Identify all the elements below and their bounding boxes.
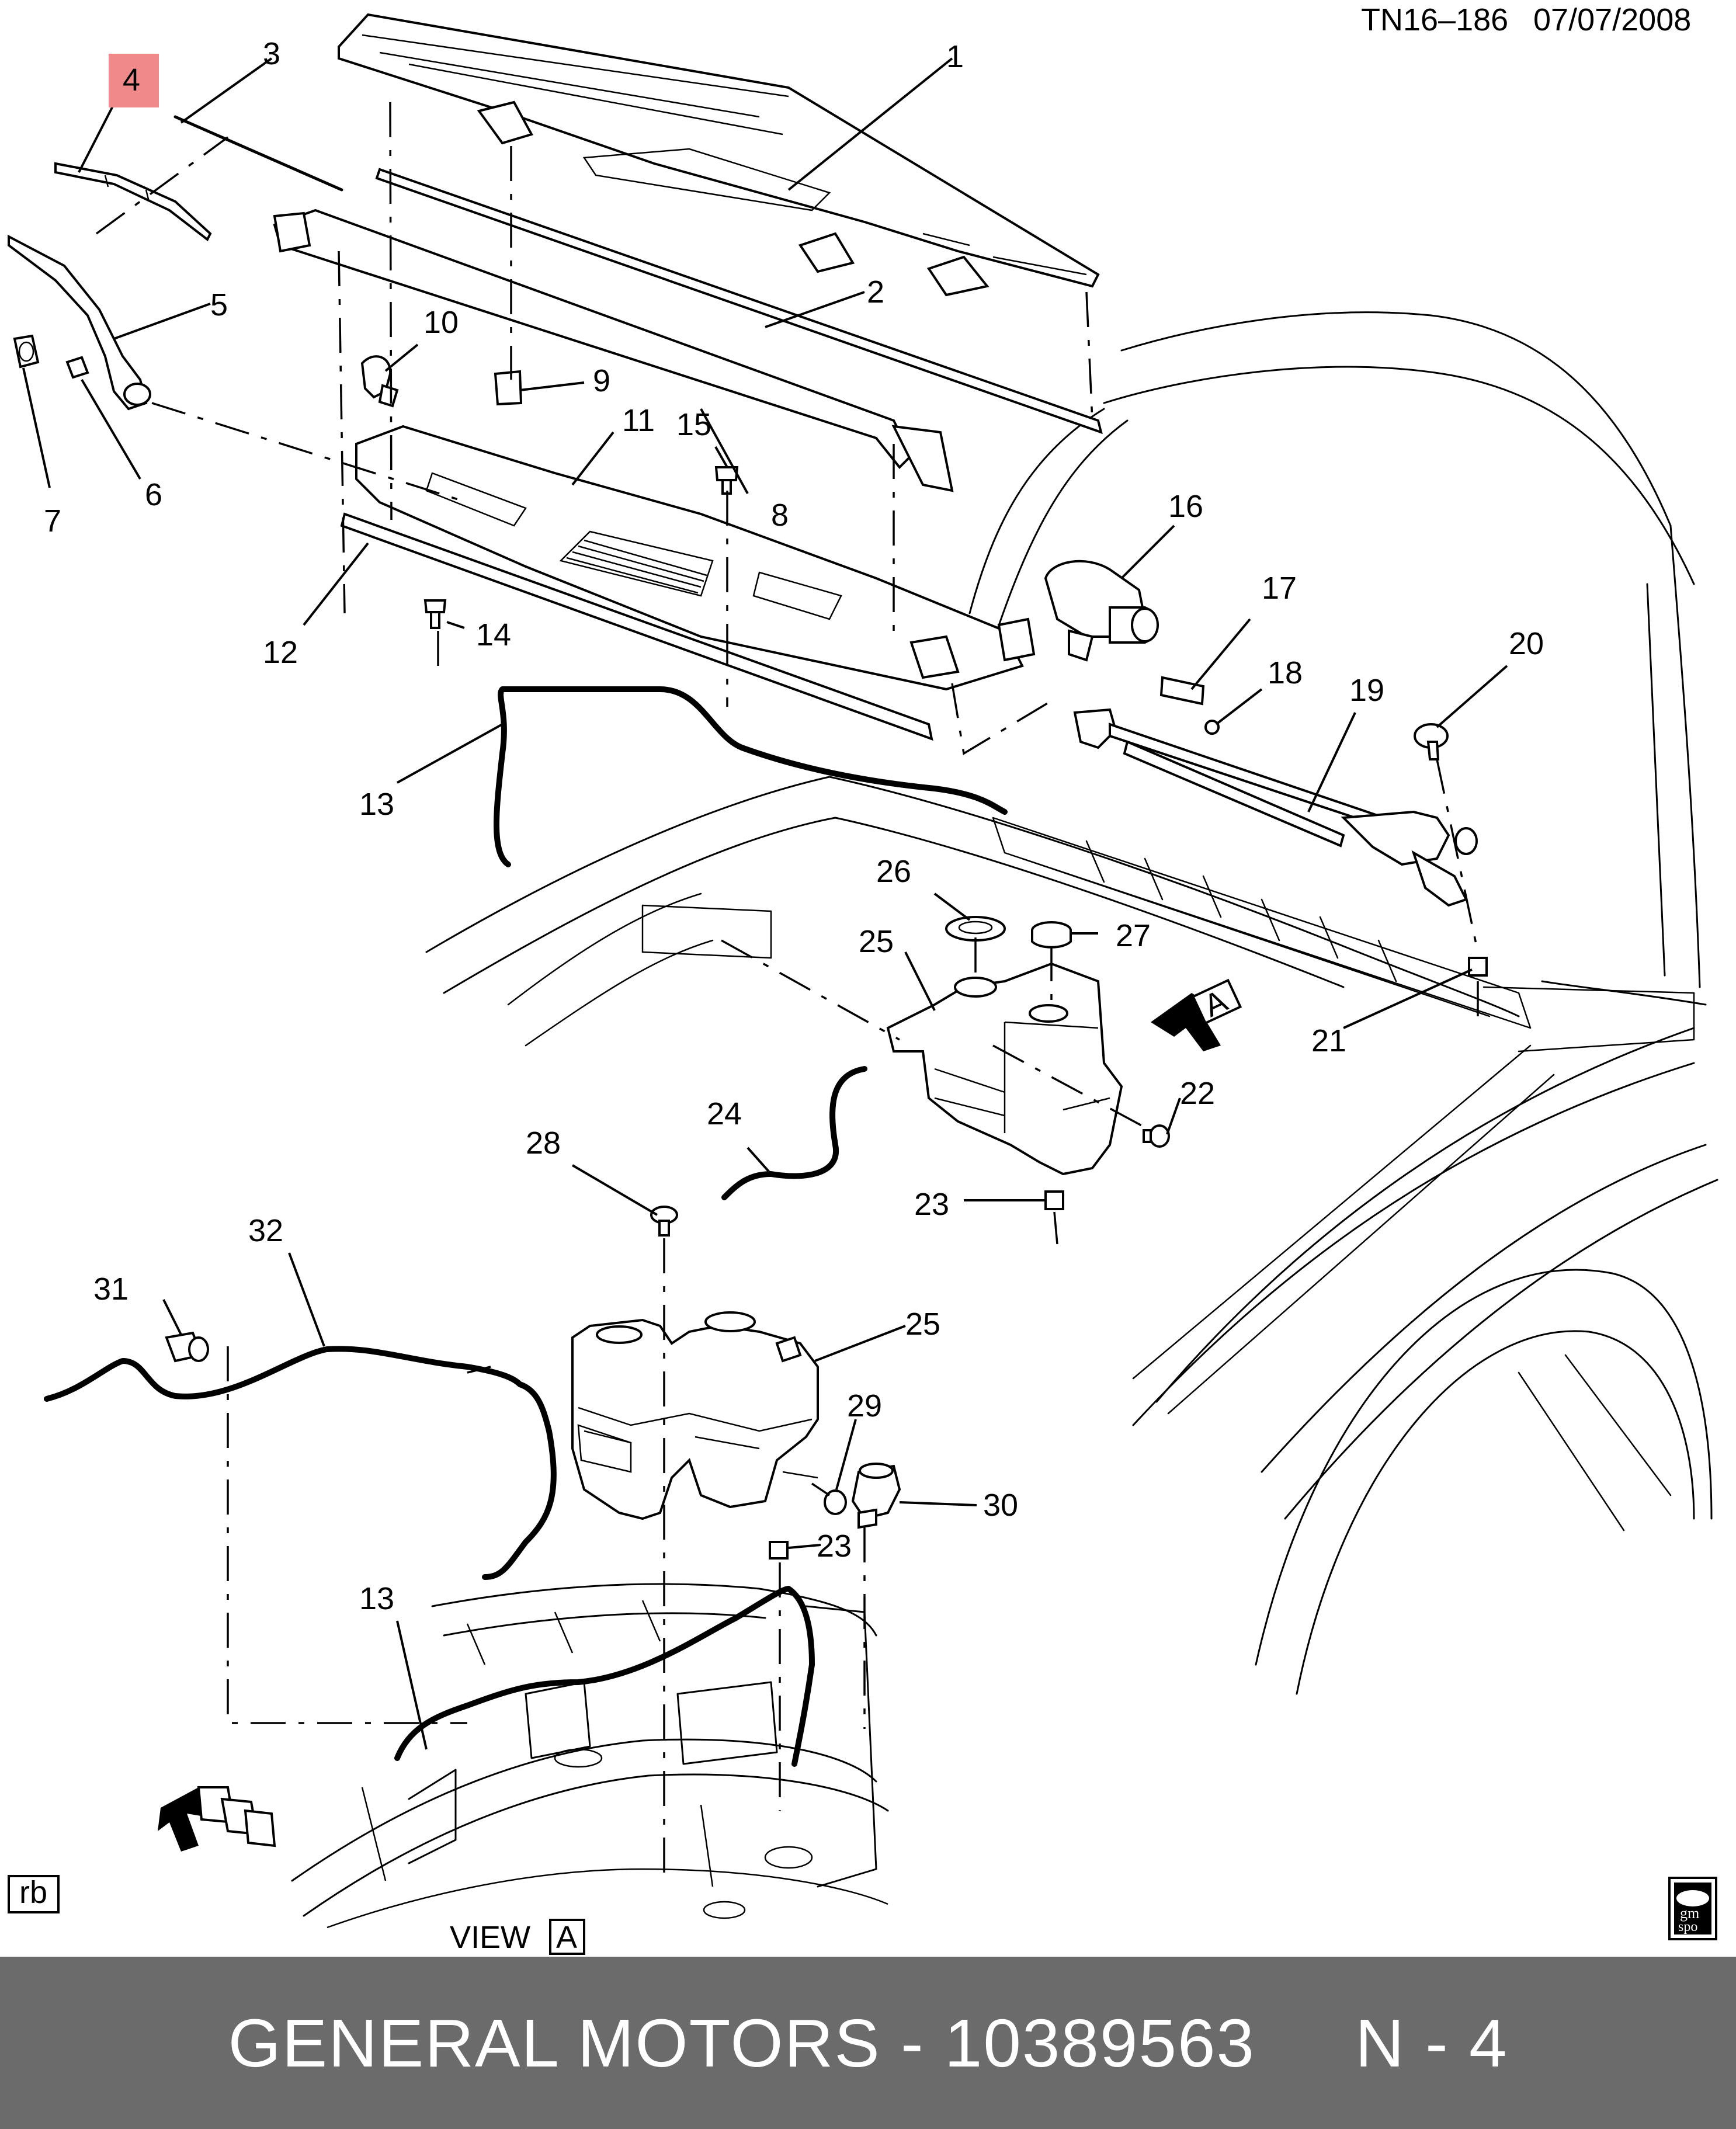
reservoir-seal (1031, 921, 1072, 949)
footer-part-number: GENERAL MOTORS - 10389563 N - 4 (228, 2005, 1508, 2081)
corner-tag: rb (8, 1875, 60, 1913)
view-a-arrow: A (1151, 978, 1242, 1051)
callout-26: 26 (876, 854, 911, 889)
reservoir-cap (945, 916, 1006, 942)
callout-13-lower: 13 (359, 1581, 394, 1616)
reservoir-nut-upper (1044, 1190, 1064, 1210)
wiper-blade (54, 162, 212, 242)
cowl-panel-grille (355, 425, 1036, 691)
mount-nut (1468, 957, 1488, 977)
callout-15: 15 (676, 407, 711, 442)
linkage-bolt (1414, 723, 1449, 760)
parts-diagram: TN16–186 07/07/2008 (8, 2, 1718, 1955)
callout-24: 24 (707, 1096, 742, 1131)
reservoir-pin (650, 1206, 678, 1237)
washer-hose-32 (44, 1346, 557, 1580)
callout-2: 2 (867, 275, 884, 310)
callout-16: 16 (1168, 489, 1203, 524)
reservoir-bolt (1143, 1124, 1170, 1148)
logo-gm: gm (1680, 1905, 1699, 1922)
wiper-motor (1044, 560, 1159, 662)
callout-27: 27 (1116, 918, 1151, 953)
highlight-box (109, 54, 159, 107)
callout-13-upper: 13 (359, 787, 394, 822)
callout-8: 8 (771, 498, 789, 533)
callout-19: 19 (1349, 673, 1384, 708)
retainer-clip-10 (360, 355, 399, 408)
callout-28: 28 (526, 1126, 561, 1161)
callout-23-lower: 23 (817, 1529, 852, 1564)
view-a-label: VIEW A (450, 1919, 585, 1955)
linkage-nut (1204, 720, 1220, 735)
callout-29: 29 (847, 1388, 882, 1423)
callout-20: 20 (1509, 626, 1544, 661)
reservoir-hose (721, 1066, 867, 1200)
push-pin-14 (423, 599, 447, 629)
arm-cap (13, 334, 40, 369)
cowl-structure (425, 776, 1695, 1053)
callout-labels: 1 2 3 4 5 6 7 8 9 10 11 12 13 14 15 16 1… (44, 36, 1544, 1616)
drawing-id: TN16–186 (1361, 2, 1508, 37)
callout-25-upper: 25 (859, 924, 894, 959)
logo-spo: spo (1678, 1919, 1697, 1934)
callout-11: 11 (622, 403, 655, 438)
gmspo-logo: gm spo (1668, 1877, 1717, 1940)
corner-tag-text: rb (19, 1875, 47, 1910)
view-a-structure (291, 1583, 889, 1929)
callout-3: 3 (263, 36, 280, 71)
callout-18: 18 (1268, 655, 1303, 690)
wiper-linkage (1073, 708, 1478, 907)
front-arrow-icon (158, 1786, 276, 1852)
callout-14: 14 (476, 617, 511, 652)
callout-30: 30 (983, 1488, 1018, 1523)
callout-12: 12 (263, 635, 298, 670)
reservoir-nut-lower (769, 1541, 789, 1560)
drawing-date: 07/07/2008 (1533, 2, 1691, 37)
callout-22: 22 (1180, 1076, 1215, 1111)
hose-grommet (165, 1331, 209, 1363)
callout-6: 6 (145, 477, 162, 512)
callout-25-lower: 25 (905, 1307, 940, 1342)
wiper-arm (8, 234, 151, 411)
washer-reservoir-upper (886, 962, 1123, 1176)
view-label-letter: A (556, 1920, 577, 1955)
callout-4: 4 (123, 62, 140, 98)
callout-23-upper: 23 (914, 1187, 949, 1222)
washer-hose-lower (394, 1586, 815, 1767)
vehicle-body (968, 311, 1718, 1695)
cowl-vent-panel (338, 13, 1100, 297)
callout-9: 9 (593, 363, 610, 398)
callout-21: 21 (1311, 1023, 1346, 1058)
pump-grommet (824, 1489, 847, 1515)
view-label-text: VIEW (450, 1920, 530, 1955)
retainer-clip-9 (494, 370, 523, 406)
callout-32: 32 (248, 1213, 283, 1248)
callout-10: 10 (423, 305, 459, 340)
cowl-seal-long (273, 209, 954, 492)
callout-5: 5 (210, 287, 228, 322)
cowl-seal-strip (375, 168, 1103, 435)
callout-17: 17 (1262, 571, 1297, 606)
footer-bar: GENERAL MOTORS - 10389563 N - 4 (0, 1957, 1736, 2129)
washer-reservoir-lower (571, 1311, 819, 1520)
callout-7: 7 (44, 503, 61, 539)
washer-pump (851, 1463, 901, 1529)
arm-nut (65, 356, 89, 379)
washer-hose-upper (494, 686, 1008, 867)
push-pin-15 (714, 466, 739, 495)
callout-1: 1 (946, 39, 964, 74)
dashed-alignment-lines (95, 102, 1479, 1881)
motor-bracket (1159, 676, 1205, 706)
leader-lines (22, 57, 1508, 1750)
wiper-insert-rod (173, 115, 343, 192)
callout-31: 31 (93, 1272, 129, 1307)
